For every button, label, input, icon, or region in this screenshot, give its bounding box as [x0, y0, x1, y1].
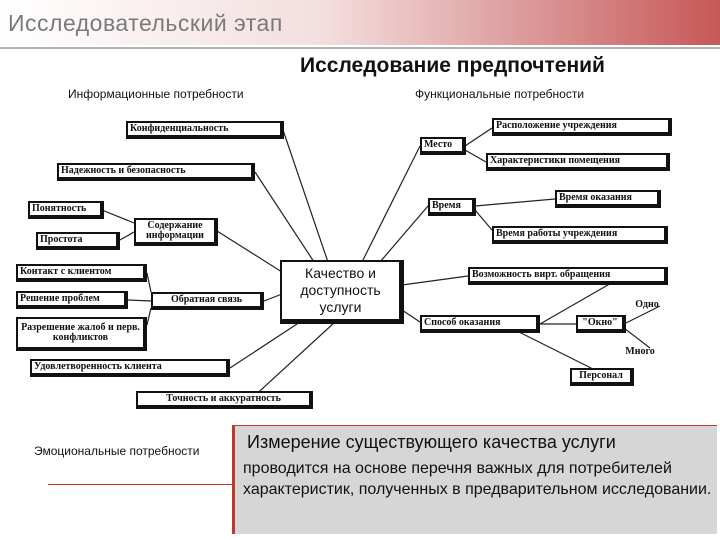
node-place: Место	[420, 137, 466, 155]
node-one: Одно	[635, 298, 659, 310]
note-body: проводится на основе перечня важных для …	[243, 460, 712, 498]
connector-line	[474, 198, 556, 207]
connector-line	[127, 299, 152, 302]
node-confidentiality: Конфиденциальность	[126, 121, 284, 139]
group-label-informational: Информационные потребности	[68, 87, 244, 101]
connector-line	[514, 329, 606, 376]
group-label-functional: Функциональные потребности	[415, 87, 585, 101]
node-premises: Характеристики помещения	[486, 153, 670, 171]
node-virtual-access: Возможность вирт. обращения	[468, 267, 668, 285]
node-many: Много	[625, 345, 655, 357]
node-delivery-method: Способ оказания	[420, 315, 540, 333]
connector-line	[623, 327, 651, 349]
node-reliability: Надежность и безопасность	[57, 163, 255, 181]
note-title: Измерение существующего качества услуги	[247, 432, 616, 452]
connector-line	[401, 309, 421, 323]
node-clarity: Понятность	[28, 201, 104, 219]
note-box: Измерение существующего качества услуги …	[232, 425, 717, 534]
node-time: Время	[428, 198, 476, 216]
connector-line	[146, 272, 152, 293]
connector-line	[229, 321, 301, 369]
connector-line	[401, 275, 469, 286]
node-simplicity: Простота	[36, 232, 120, 250]
connector-line	[464, 149, 487, 163]
connector-line	[282, 129, 331, 269]
connector-line	[361, 145, 421, 263]
header-bar	[0, 0, 720, 45]
node-staff: Персонал	[570, 368, 634, 386]
connector-line	[146, 307, 152, 326]
diagram-title: Исследование предпочтений	[300, 54, 605, 77]
connector-line	[249, 321, 336, 401]
connector-line	[263, 293, 283, 302]
node-problem-solving: Решение проблем	[16, 291, 128, 309]
node-working-hours: Время работы учреждения	[492, 226, 668, 244]
connector-line	[119, 231, 135, 241]
node-accuracy: Точность и аккуратность	[136, 391, 313, 409]
connector-line	[101, 209, 135, 224]
header-divider	[0, 47, 720, 49]
connector-line	[216, 230, 283, 273]
connector-line	[464, 127, 493, 147]
slide-title: Исследовательский этап	[8, 10, 283, 36]
node-window: "Окно"	[576, 315, 626, 333]
connector-line	[254, 171, 319, 269]
connector-line	[539, 277, 621, 325]
connector-line	[379, 205, 429, 263]
node-center-quality: Качество и доступность услуги	[280, 260, 404, 324]
node-feedback: Обратная связь	[151, 292, 264, 310]
group-label-emotional: Эмоциональные потребности	[34, 444, 200, 458]
node-complaints: Разрешение жалоб и перв. конфликтов	[16, 317, 147, 351]
node-service-time: Время оказания	[555, 190, 661, 208]
node-satisfaction: Удовлетворенность клиента	[30, 359, 230, 377]
node-contact: Контакт с клиентом	[16, 264, 147, 282]
node-location: Расположение учреждения	[492, 118, 672, 136]
bottom-accent-line	[48, 484, 238, 485]
connector-line	[474, 209, 493, 231]
connector-line	[623, 305, 661, 325]
node-content: Содержание информации	[134, 218, 218, 246]
